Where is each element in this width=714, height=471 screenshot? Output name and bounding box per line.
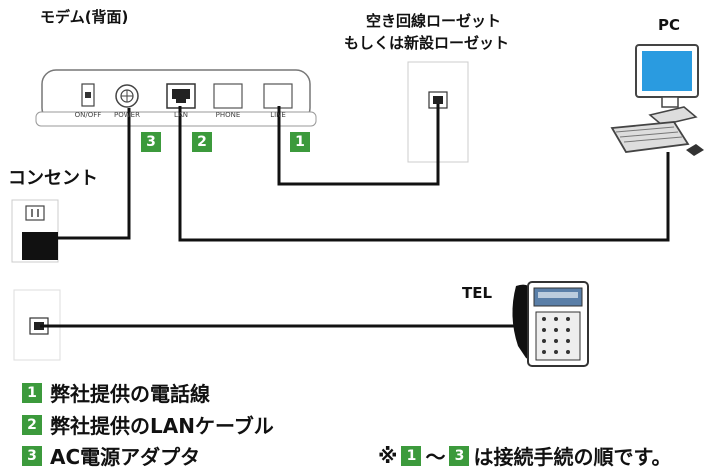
legend-item-1: 1 弊社提供の電話線 bbox=[22, 378, 210, 407]
note-prefix: ※ bbox=[378, 443, 398, 468]
legend-text-2: 弊社提供のLANケーブル bbox=[50, 414, 274, 438]
lan-cable bbox=[178, 106, 670, 242]
modem-label: モデム(背面) bbox=[40, 8, 129, 26]
step-badge-1: 1 bbox=[290, 132, 310, 152]
port-label-lan: LAN bbox=[173, 111, 189, 119]
port-label-onoff: ON/OFF bbox=[74, 111, 102, 119]
onoff-switch-icon bbox=[81, 83, 95, 107]
order-note: ※ 1 〜 3 は接続手続の順です。 bbox=[378, 441, 671, 470]
legend-text-1: 弊社提供の電話線 bbox=[50, 382, 210, 406]
wall-jack-label-line1: 空き回線ローゼット bbox=[366, 12, 502, 30]
telephone-icon bbox=[512, 281, 589, 367]
wall-jack-label-line2: もしくは新設ローゼット bbox=[344, 34, 510, 52]
legend-text-3: AC電源アダプタ bbox=[50, 445, 201, 469]
tel-label: TEL bbox=[462, 284, 493, 302]
port-label-power: POWER bbox=[114, 111, 140, 119]
power-cable bbox=[58, 108, 131, 240]
note-suffix: は接続手続の順です。 bbox=[473, 445, 672, 469]
port-label-phone: PHONE bbox=[215, 111, 241, 119]
lan-port-icon bbox=[166, 83, 196, 109]
legend-badge-2: 2 bbox=[22, 414, 42, 435]
step-badge-3: 3 bbox=[141, 132, 161, 152]
power-jack-icon bbox=[115, 84, 139, 108]
phone-port-icon bbox=[213, 83, 243, 109]
note-tilde: 〜 bbox=[425, 445, 446, 469]
line-port-icon bbox=[263, 83, 293, 109]
outlet-label: コンセント bbox=[8, 168, 98, 189]
port-label-line: LINE bbox=[270, 111, 286, 119]
step-badge-2: 2 bbox=[192, 132, 212, 152]
note-badge-from: 1 bbox=[401, 445, 422, 466]
legend-item-2: 2 弊社提供のLANケーブル bbox=[22, 410, 274, 439]
note-badge-to: 3 bbox=[449, 445, 470, 466]
pc-label: PC bbox=[658, 16, 681, 34]
pc-icon bbox=[610, 44, 704, 156]
legend-item-3: 3 AC電源アダプタ bbox=[22, 441, 200, 470]
legend-badge-3: 3 bbox=[22, 445, 42, 466]
legend-badge-1: 1 bbox=[22, 382, 42, 403]
phone-line-cable bbox=[277, 104, 440, 186]
power-outlet-icon bbox=[11, 199, 59, 263]
